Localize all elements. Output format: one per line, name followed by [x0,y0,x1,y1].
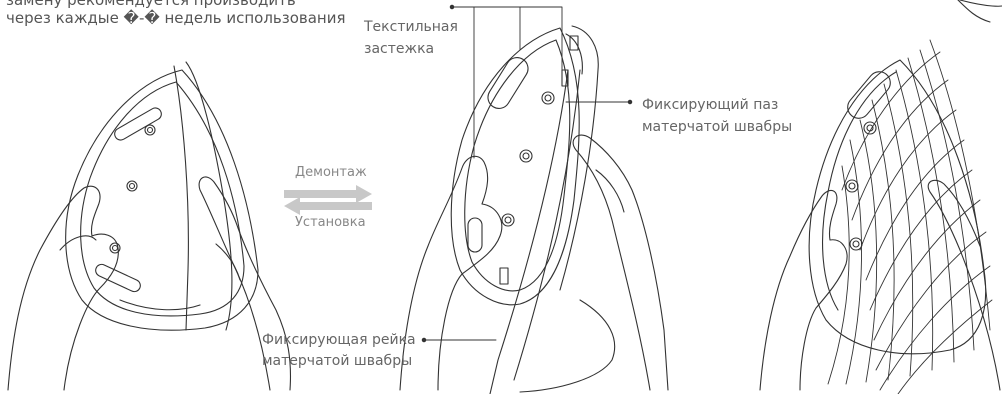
label-textile-fastener-2: застежка [364,40,434,58]
label-textile-fastener-1: Текстильная [364,18,458,36]
step3-left-hand [760,190,847,390]
direction-arrows [284,185,372,215]
step2-right-hand [573,135,668,390]
step2-fixing-rail [490,70,615,394]
step1-left-hand [8,186,118,390]
step2-left-hand [400,156,502,390]
step3-right-hand [928,180,1000,390]
step2-fixing-groove [560,26,598,290]
label-fixing-groove-2: матерчатой швабры [642,118,792,136]
step3-mop-illustration [760,0,1002,394]
step2-mop-illustration [400,26,668,394]
leader-textile-fastener [452,7,562,158]
intro-text-line1: замену рекомендуется производить [6,0,296,9]
step1-mop-plate [66,70,258,330]
arrow-label-remove: Демонтаж [295,165,367,180]
step1-mop-illustration [8,62,290,390]
intro-text-line2: через каждые �-� недель использования [6,10,346,27]
label-fixing-groove-1: Фиксирующий паз [642,96,778,114]
arrow-label-install: Установка [295,215,366,230]
label-fixing-rail-1: Фиксирующая рейка [262,331,416,349]
label-fixing-rail-2: матерчатой швабры [262,352,412,370]
